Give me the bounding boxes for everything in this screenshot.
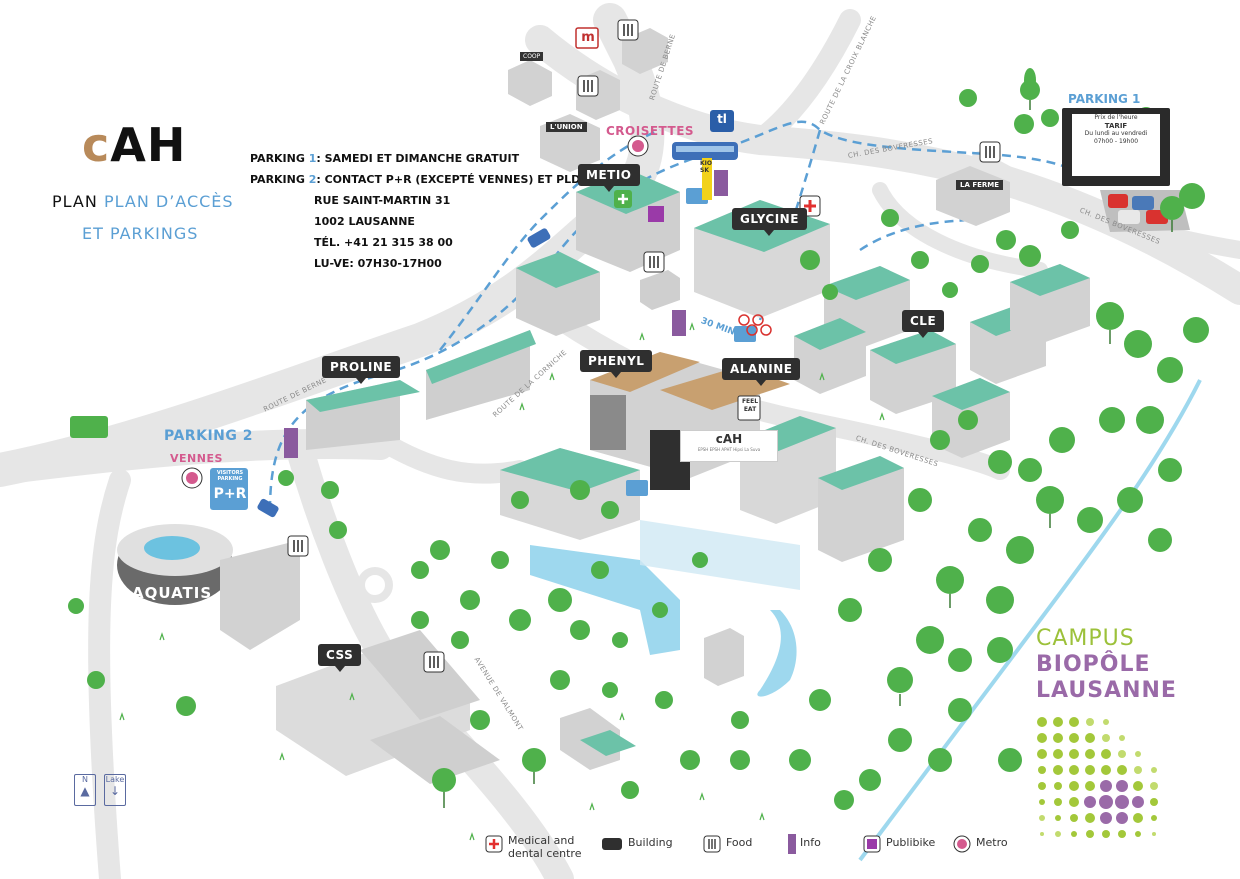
building-label-cle: CLE: [902, 310, 945, 338]
compass-lake: Lake↓: [104, 774, 126, 806]
legend-icons: [485, 834, 971, 854]
place-vennes: VENNES: [170, 452, 223, 465]
plan-subtitle-1: PLAN D’ACCÈS: [103, 192, 234, 211]
sign-kiosk: KIOSK: [700, 160, 712, 174]
sign-coop: COOP: [520, 52, 544, 61]
address-line-2: 1002 LAUSANNE: [314, 215, 415, 228]
buildings: [117, 28, 1090, 784]
building-label-phenyl: PHENYL: [580, 350, 653, 378]
legend-food: Food: [726, 836, 753, 849]
plan-word: PLAN: [52, 192, 98, 211]
phone: TÉL. +41 21 315 38 00: [314, 236, 453, 249]
logo-c: c: [82, 118, 111, 172]
logo-rest: AH: [110, 118, 187, 172]
sign-p-plus-r: P+R: [213, 486, 247, 502]
parking-info: PARKING 1: SAMEDI ET DIMANCHE GRATUIT PA…: [250, 148, 580, 274]
address-line-1: RUE SAINT-MARTIN 31: [314, 194, 451, 207]
map-markers: [70, 27, 821, 510]
sign-la-ferme: LA FERME: [956, 180, 1004, 190]
plan-title: PLAN PLAN D’ACCÈS: [52, 192, 234, 211]
sign-visitors-parking: VISITORS PARKING: [216, 470, 244, 482]
tl-logo: tl: [717, 112, 727, 126]
metro-m-logo: m: [581, 30, 595, 45]
grass-tufts: [119, 322, 885, 841]
campus-dot-grid: [1037, 717, 1158, 838]
tree-trunks: [443, 100, 1173, 808]
building-label-aquatis: AQUATIS: [132, 584, 213, 602]
cah-logo: cAH: [82, 118, 186, 172]
trees: [68, 68, 1209, 810]
building-label-glycine: GLYCINE: [732, 208, 807, 236]
bicycle-rack: [738, 314, 772, 336]
place-parking-1: PARKING 1: [1068, 92, 1141, 106]
water-features: [530, 379, 1202, 862]
food-icons: [293, 24, 995, 668]
plan-subtitle-2: ET PARKINGS: [82, 224, 199, 243]
legend-info: Info: [800, 836, 821, 849]
legend-metro: Metro: [976, 836, 1008, 849]
legend-building: Building: [628, 836, 673, 849]
place-croisettes: CROISETTES: [606, 124, 695, 138]
hours: LU-VE: 07H30-17H00: [314, 257, 442, 270]
building-label-alanine: ALANINE: [722, 358, 801, 386]
roundabout: [357, 567, 393, 603]
building-label-metio: METIO: [578, 164, 640, 192]
legend-publibike: Publibike: [886, 836, 936, 849]
sign-lunion: L'UNION: [546, 122, 587, 132]
vehicles: [257, 142, 738, 518]
building-label-proline: PROLINE: [322, 356, 401, 384]
building-label-css: CSS: [318, 644, 362, 672]
campus-branding: CAMPUS BIOPÔLE LAUSANNE: [1036, 626, 1177, 703]
parking-1-tariff: Prix de l'heure TARIF Du lundi au vendre…: [1072, 114, 1160, 176]
cah-building-sign: cAH EPSH EPSH APHT Hipsi La Suva: [680, 430, 778, 462]
place-parking-2: PARKING 2: [164, 428, 253, 444]
sign-feel-eat: FEEL EAT: [741, 398, 759, 413]
compass-north: N▲: [74, 774, 96, 806]
